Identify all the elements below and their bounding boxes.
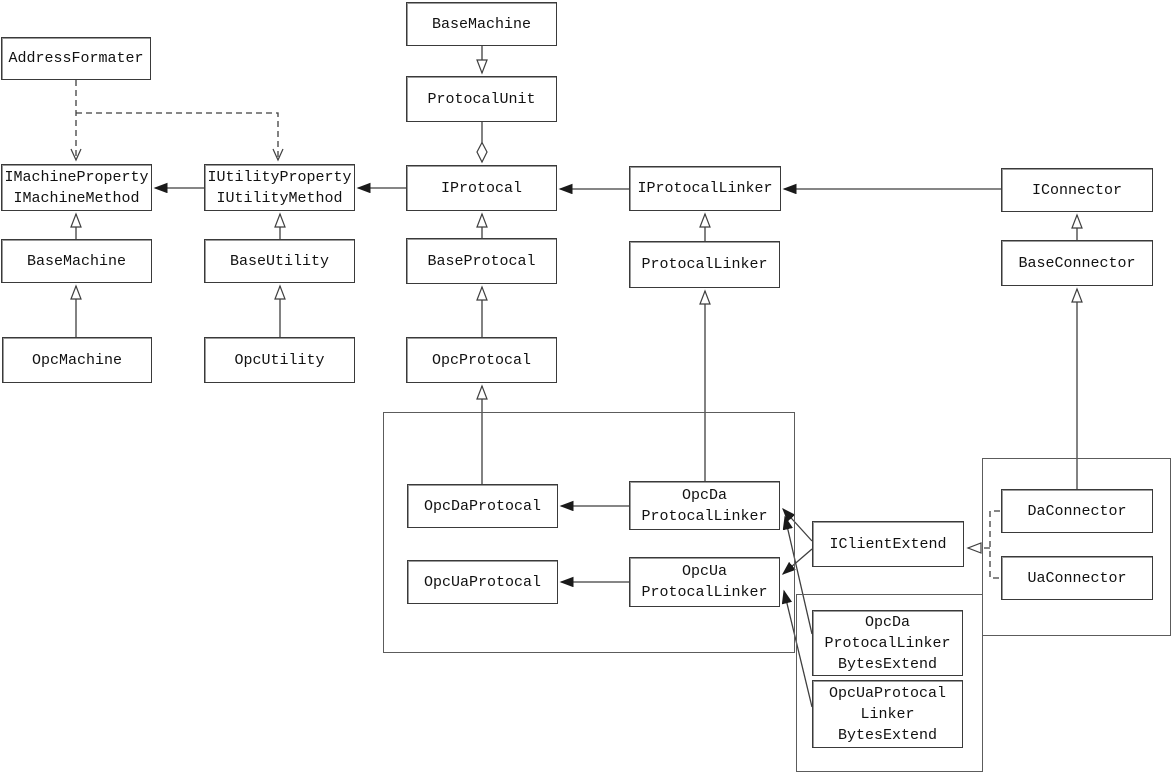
container-connector-group [982, 458, 1171, 636]
node-base-utility: BaseUtility [204, 239, 355, 283]
container-opc-protocal-group [383, 412, 795, 653]
node-iclient-extend: IClientExtend [812, 521, 964, 567]
node-opc-protocal: OpcProtocal [406, 337, 557, 383]
node-opcua-protocal: OpcUaProtocal [407, 560, 558, 604]
node-base-machine-left: BaseMachine [1, 239, 152, 283]
node-base-connector: BaseConnector [1001, 240, 1153, 286]
node-ua-connector: UaConnector [1001, 556, 1153, 600]
node-protocal-linker: ProtocalLinker [629, 241, 780, 288]
node-base-protocal: BaseProtocal [406, 238, 557, 284]
node-opc-utility: OpcUtility [204, 337, 355, 383]
node-iprotocal-linker: IProtocalLinker [629, 166, 781, 211]
node-opcda-protocal-linker-bytes-extend: OpcDa ProtocalLinker BytesExtend [812, 610, 963, 676]
node-opc-machine: OpcMachine [2, 337, 152, 383]
edge-addressformater-to-iutility [76, 112, 284, 162]
node-opcua-protocal-linker: OpcUa ProtocalLinker [629, 557, 780, 607]
node-opcua-protocal-linker-bytes-extend: OpcUaProtocal Linker BytesExtend [812, 680, 963, 748]
node-iprotocal: IProtocal [406, 165, 557, 211]
node-opcda-protocal: OpcDaProtocal [407, 484, 558, 528]
node-da-connector: DaConnector [1001, 489, 1153, 533]
node-protocal-unit: ProtocalUnit [406, 76, 557, 122]
node-imachine-property-method: IMachineProperty IMachineMethod [1, 164, 152, 211]
node-iutility-property-method: IUtilityProperty IUtilityMethod [204, 164, 355, 211]
node-iconnector: IConnector [1001, 168, 1153, 212]
node-base-machine-top: BaseMachine [406, 2, 557, 46]
node-address-formater: AddressFormater [1, 37, 151, 80]
node-opcda-protocal-linker: OpcDa ProtocalLinker [629, 481, 780, 530]
